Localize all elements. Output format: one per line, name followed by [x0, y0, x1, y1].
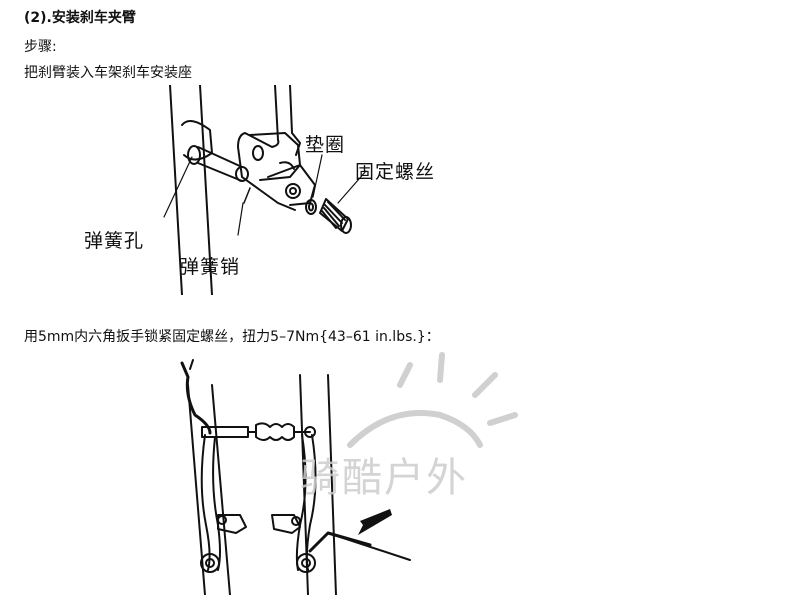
steps-label: 步骤:: [24, 39, 57, 55]
watermark-text: 骑酷户外: [300, 455, 468, 501]
label-spring-hole: 弹簧孔: [84, 230, 145, 252]
brake-arm-mounting-figure: [163, 85, 367, 295]
instruction-tighten-bolt: 用5mm内六角扳手锁紧固定螺丝，扭力5–7Nm{43–61 in.lbs.}：: [24, 329, 440, 345]
label-spring-pin: 弹簧销: [180, 256, 241, 278]
tightening-figure: [180, 359, 411, 595]
section-heading: (2).安装刹车夹臂: [24, 10, 136, 26]
label-fixing-bolt: 固定螺丝: [355, 161, 436, 183]
label-washer: 垫圈: [305, 134, 346, 156]
watermark-sun-logo: [347, 352, 518, 448]
instruction-mount-arm: 把刹臂装入车架刹车安装座: [24, 65, 192, 81]
